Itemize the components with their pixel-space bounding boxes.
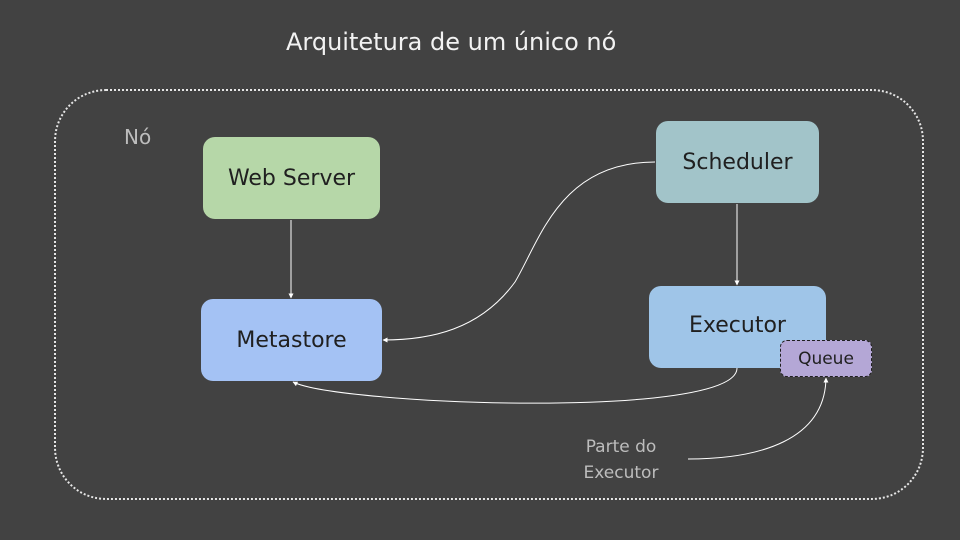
web-server-box: Web Server [203,137,380,219]
arrow-executor-metastore [292,367,738,404]
node-label: Nó [124,125,152,149]
page-title: Arquitetura de um único nó [286,28,617,56]
annotation-line-1: Parte do [585,437,657,457]
arrow-scheduler-metastore [382,161,656,343]
arrow-annotation-queue [687,377,829,460]
annotation-line-2: Executor [583,463,659,483]
executor-part-annotation: Parte do Executor [578,434,664,486]
queue-box: Queue [780,340,872,377]
node-boundary [54,89,924,500]
scheduler-box: Scheduler [656,121,819,203]
metastore-box: Metastore [201,299,382,381]
